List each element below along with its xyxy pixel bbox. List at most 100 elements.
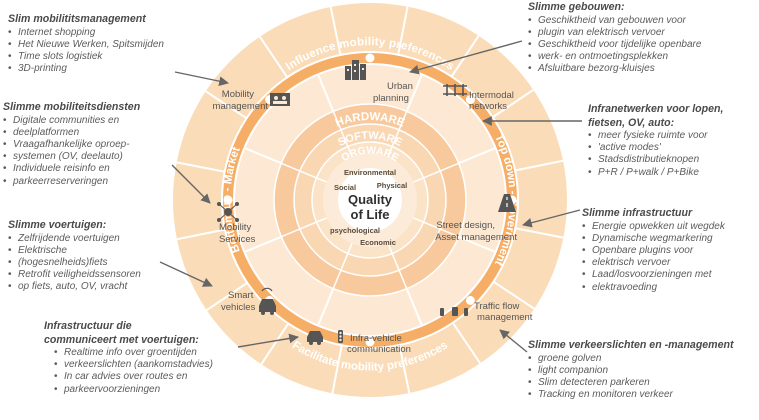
ring-divider <box>397 6 409 55</box>
domain-urban-planning-line1: Urban <box>387 81 413 92</box>
band-dot <box>465 95 475 105</box>
outer-ring-dividers <box>176 6 564 394</box>
train-network-icon <box>443 84 467 96</box>
core-psychological: psychological <box>330 226 380 235</box>
domain-ring-dividers <box>243 73 497 327</box>
list-item: Openbare plugins voor <box>582 245 756 257</box>
block-title-line2: communiceert met voertuigen: <box>44 333 199 346</box>
list-item: parkeerreserveringen <box>3 176 173 188</box>
arrow-traffic-flow <box>499 329 528 353</box>
list-item: Internet shopping <box>8 27 218 39</box>
list-item: Retrofit veiligheidssensoren <box>8 269 193 281</box>
list-item: Stadsdistributieknopen <box>588 154 756 166</box>
list-item: groene golven <box>528 353 756 365</box>
band-dot <box>365 337 375 347</box>
block-infranetwerken: Infranetwerken voor lopen, fietsen, OV, … <box>588 103 756 179</box>
block-title: Slimme gebouwen: <box>528 1 625 13</box>
ring-divider <box>458 147 497 165</box>
list-item: Vraagafhankelijke oproep- <box>3 139 173 151</box>
list-item: op fiets, auto, OV, vracht <box>8 281 193 293</box>
domain-infra-vehicle-line2: communication <box>347 344 411 355</box>
list-item: 3D-printing <box>8 63 218 75</box>
ring-divider <box>492 89 534 119</box>
ring-divider <box>387 243 408 289</box>
domain-mobility-services-line2: Services <box>219 234 256 245</box>
block-title-line1: Infranetwerken voor lopen, <box>588 103 724 115</box>
domain-smart-vehicles-line1: Smart <box>228 290 254 301</box>
band-dot <box>465 295 475 305</box>
block-list: meer fysieke ruimte voor 'active modes' … <box>588 130 756 179</box>
domain-street-design-line1: Street design, <box>436 220 495 231</box>
list-item: werk- en ontmoetingsplekken <box>528 51 756 63</box>
arrow-urban-planning <box>409 40 523 75</box>
block-title-line2: fietsen, OV, auto: <box>588 116 675 129</box>
smart-car-icon <box>259 287 276 315</box>
block-list: groene golven light companion Slim detec… <box>528 353 756 402</box>
band-dot <box>365 53 375 63</box>
block-title: Slimme mobiliteitsdiensten <box>3 101 141 113</box>
layer-hardware-label: HARDWARE <box>334 111 407 130</box>
ring-divider <box>281 162 327 183</box>
list-item: deelplatformen <box>3 127 173 139</box>
arrow-mobility-services <box>171 164 211 204</box>
core-economic: Economic <box>360 238 396 247</box>
inner-ring-dividers <box>281 111 459 289</box>
block-list: Digitale communities en deelplatformen V… <box>3 115 173 188</box>
ring-divider <box>206 281 248 311</box>
traffic-flow-icon <box>440 307 468 316</box>
arrow-street-design <box>522 209 581 228</box>
core-quality: Quality <box>348 192 393 207</box>
list-item: (hogesnelheids)fiets <box>8 257 193 269</box>
ring-divider <box>387 111 408 157</box>
block-title: Slimme verkeerslichten en -management <box>528 339 734 351</box>
list-item: 'active modes' <box>588 142 756 154</box>
ring-divider <box>243 235 282 253</box>
list-item: P+R / P+walk / P+Bike <box>588 167 756 179</box>
block-list: Internet shopping Het Nieuwe Werken, Spi… <box>8 27 218 76</box>
list-item: Geschiktheid van gebouwen voor <box>528 15 756 27</box>
list-item: Individuele reisinfo en <box>3 163 173 175</box>
network-people-icon <box>217 202 239 222</box>
domain-infra-vehicle-line1: Infra-vehicle <box>350 333 402 344</box>
block-slimme-mobiliteitsdiensten: Slimme mobiliteitsdiensten Digitale comm… <box>3 101 173 188</box>
list-item: Zelfrijdende voertuigen <box>8 233 193 245</box>
ring-divider <box>281 217 327 238</box>
center-circle <box>338 168 402 232</box>
ring-divider <box>398 344 411 394</box>
list-item: Elektrische <box>8 245 193 257</box>
ring-divider <box>458 235 497 253</box>
block-title: Slimme voertuigen: <box>8 219 107 231</box>
list-item: Energie opwekken uit wegdek <box>582 221 756 233</box>
list-item: Laad/losvoorzieningen met <box>582 269 756 281</box>
ring-divider <box>317 288 335 327</box>
ring-divider <box>451 322 481 364</box>
ring-divider <box>331 345 343 394</box>
list-item: Realtime info over groentijden <box>54 347 254 359</box>
ring-divider <box>176 161 225 173</box>
block-slimme-voertuigen: Slimme voertuigen: Zelfrijdende voertuig… <box>8 219 193 294</box>
ring-divider <box>413 217 459 238</box>
core-environmental: Environmental <box>344 168 396 177</box>
layer-orgware-label: ORGWARE <box>339 144 400 164</box>
list-item: verkeerslichten (aankomstadvies) <box>54 359 254 371</box>
list-item: light companion <box>528 365 756 377</box>
list-item: Tracking en monitoren verkeer <box>528 389 756 401</box>
car-signal-icon <box>307 330 343 345</box>
domain-intermodal-line1: Intermodal <box>469 90 514 101</box>
list-item: Het Nieuwe Werken, Spitsmijden <box>8 39 218 51</box>
road-icon <box>498 194 516 212</box>
ring-divider <box>413 162 459 183</box>
domain-urban-planning-line2: planning <box>373 93 409 104</box>
domain-mobility-management-line1: Mobility <box>222 89 254 100</box>
ring-divider <box>405 73 423 112</box>
ring-divider <box>514 159 564 172</box>
block-infrastructuur-voertuigen: Infrastructuur die communiceert met voer… <box>44 320 254 396</box>
list-item: systemen (OV, deelauto) <box>3 151 173 163</box>
list-item: elektravoeding <box>582 282 756 294</box>
core-physical: Physical <box>377 181 407 190</box>
domain-smart-vehicles-line2: vehicles <box>221 302 256 313</box>
core-of-life: of Life <box>351 207 390 222</box>
block-slimme-infrastructuur: Slimme infrastructuur Energie opwekken u… <box>582 207 756 294</box>
ring-divider <box>243 147 282 165</box>
